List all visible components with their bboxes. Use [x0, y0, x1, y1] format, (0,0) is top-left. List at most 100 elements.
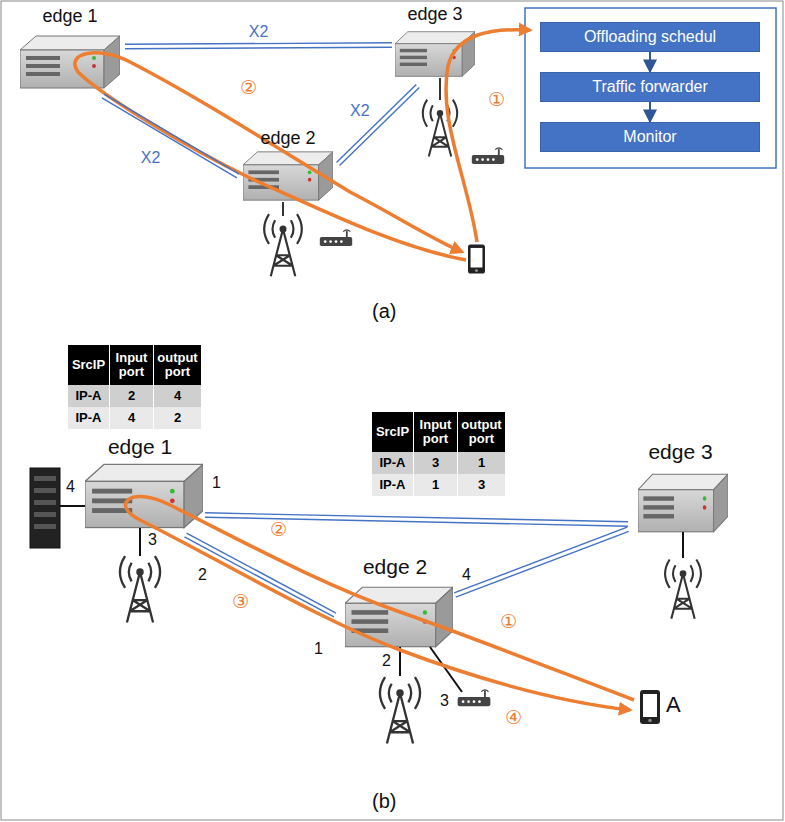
- port-number: 3: [440, 692, 449, 710]
- table-cell: 1: [414, 474, 458, 496]
- panel-label: (a): [372, 300, 396, 323]
- tower-icon: [264, 214, 302, 276]
- x2-line: [336, 84, 416, 162]
- table-cell: 3: [458, 474, 506, 496]
- port-number: 4: [66, 478, 75, 496]
- x2-link: [454, 527, 629, 597]
- x2-link: [336, 84, 419, 165]
- tower-icon: [665, 560, 701, 619]
- x2-line: [456, 531, 629, 597]
- rack-server: [34, 512, 56, 517]
- table-cell: Input port: [414, 412, 458, 452]
- node-text: Traffic forwarder: [592, 78, 708, 96]
- x2-link: [184, 533, 336, 617]
- tower-wire: [282, 202, 284, 216]
- server-icon: [20, 36, 120, 88]
- rack-server: [34, 500, 56, 505]
- callout-number: ②: [240, 76, 257, 98]
- x2-line: [187, 533, 337, 613]
- table-cell: 4: [110, 407, 154, 429]
- table-cell: output port: [458, 412, 506, 452]
- x2-line: [205, 513, 628, 522]
- node-text: edge 3: [648, 440, 712, 464]
- rack-server: [34, 488, 56, 493]
- node-text: edge 1: [108, 435, 172, 459]
- router-icon: [458, 690, 491, 706]
- table-cell: IP-A: [68, 385, 110, 407]
- server-node: edge 1: [15, 6, 125, 96]
- rack-server: [30, 468, 60, 548]
- node-text: edge 1: [42, 6, 97, 27]
- node-text: Monitor: [623, 128, 676, 146]
- x2-link: [205, 513, 628, 526]
- tower-icon: [120, 556, 160, 622]
- arrow-line: [649, 102, 651, 122]
- table-cell: IP-A: [372, 474, 414, 496]
- table-cell: output port: [154, 345, 202, 385]
- port-number: 1: [314, 640, 323, 658]
- offload-flow: [126, 497, 634, 710]
- process-box: Traffic forwarder: [540, 72, 760, 102]
- x2-link: [125, 43, 392, 49]
- x2-link: [102, 94, 239, 178]
- arrow-line: [649, 52, 651, 72]
- device-label: A: [666, 692, 681, 718]
- x2-line: [340, 88, 420, 166]
- process-box: Offloading schedul: [540, 22, 760, 52]
- x2-line: [454, 527, 627, 593]
- server-icon: [638, 474, 728, 532]
- table-cell: IP-A: [372, 452, 414, 474]
- callout-number: ①: [500, 610, 517, 632]
- flow-arrow: [650, 102, 651, 122]
- x2-line: [102, 98, 237, 178]
- link-label: X2: [247, 23, 271, 41]
- port-number: 2: [198, 566, 207, 584]
- tower-icon: [423, 100, 457, 157]
- rack-server: [34, 476, 56, 481]
- table-cell: 4: [154, 385, 202, 407]
- server-node: edge 2: [238, 128, 338, 208]
- node-text: edge 2: [260, 128, 315, 149]
- callout-number: ①: [488, 88, 505, 110]
- table-cell: SrcIP: [68, 345, 110, 385]
- link-label: X2: [139, 149, 163, 167]
- table-cell: 2: [154, 407, 202, 429]
- router-icon: [320, 230, 352, 246]
- node-text: edge 3: [407, 4, 462, 25]
- table-cell: IP-A: [68, 407, 110, 429]
- table-cell: 1: [458, 452, 506, 474]
- x2-line: [205, 517, 628, 526]
- server-node: edge 2: [335, 555, 455, 655]
- rack-server: [34, 524, 56, 529]
- server-node: edge 3: [628, 440, 733, 545]
- port-number: 4: [462, 566, 471, 584]
- tower-wire: [139, 528, 141, 556]
- process-box: Monitor: [540, 122, 760, 152]
- panel-label: (b): [372, 790, 396, 813]
- callout-number: ③: [232, 590, 249, 612]
- port-number: 2: [382, 652, 391, 670]
- node-text: Offloading schedul: [584, 28, 716, 46]
- x2-line: [184, 537, 334, 617]
- server-node: edge 1: [75, 435, 205, 535]
- link-label: X2: [348, 102, 372, 120]
- tower-icon: [380, 677, 420, 743]
- tower-wire: [682, 532, 684, 558]
- flow-arrow: [650, 52, 651, 72]
- table-cell: SrcIP: [372, 412, 414, 452]
- module-frame: [525, 8, 776, 168]
- table-cell: 2: [110, 385, 154, 407]
- x2-line: [104, 94, 239, 174]
- port-number: 3: [148, 531, 157, 549]
- port-number: 1: [212, 474, 221, 492]
- table-cell: Input port: [110, 345, 154, 385]
- server-icon: [243, 152, 333, 200]
- x2-line: [125, 43, 392, 45]
- node-text: edge 2: [363, 555, 427, 579]
- server-node: edge 3: [392, 4, 478, 86]
- offload-flow: [446, 30, 530, 242]
- callout-number: ②: [270, 518, 287, 540]
- server-icon: [395, 32, 475, 77]
- phone-icon: [640, 690, 660, 724]
